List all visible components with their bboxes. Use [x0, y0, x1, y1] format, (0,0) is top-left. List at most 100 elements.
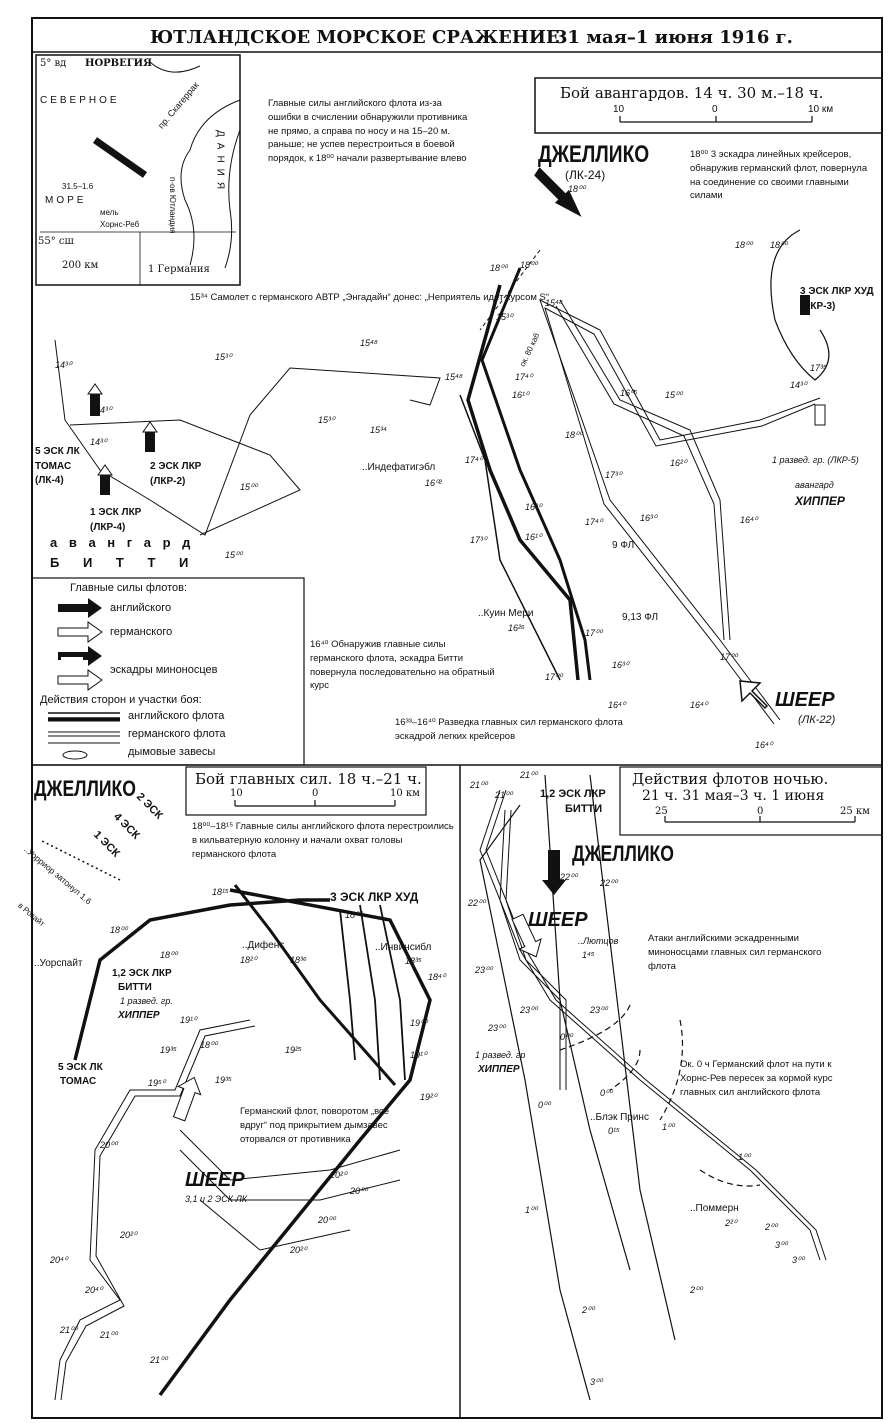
- inset-sea: МОРЕ: [45, 195, 87, 206]
- ll-hood: 3 ЭСК ЛКР ХУД: [330, 890, 419, 904]
- inset-peninsula: п-ов Ютландия: [168, 177, 177, 234]
- time-label: 0⁰⁰: [600, 1088, 613, 1098]
- scheer-night-arrow: [511, 913, 542, 958]
- inset-lat: 55° сш: [38, 236, 74, 247]
- time-label: 21⁰⁰: [60, 1325, 78, 1335]
- inset-germany: 1 Германия: [148, 264, 210, 275]
- time-label: 19⁰⁰: [410, 1018, 428, 1028]
- time-label: 18⁰⁰: [568, 184, 586, 194]
- time-label: 16²⁶: [508, 623, 525, 633]
- label-jellicoe: ДЖЕЛЛИКО: [538, 141, 650, 168]
- time-label: 21⁰⁰: [520, 770, 538, 780]
- time-label: 14³⁰: [790, 380, 807, 390]
- ll-jellicoe: ДЖЕЛЛИКО: [34, 776, 136, 801]
- note-plane: 15³⁴ Самолет с германского АВТР „Энгадай…: [190, 292, 550, 303]
- time-label: 19²⁵: [285, 1045, 302, 1055]
- time-label: 1⁰⁰: [738, 1152, 751, 1162]
- legend-ger-fleet: германского флота: [128, 728, 226, 740]
- time-label: 15⁰⁰: [225, 550, 243, 560]
- time-label: 0⁰⁰: [538, 1100, 551, 1110]
- map-dates: 31 мая–1 июня 1916 г.: [555, 27, 793, 48]
- time-label: 18⁰⁰: [490, 263, 508, 273]
- time-label: 18²⁰: [240, 955, 257, 965]
- time-label: 18³⁶: [290, 955, 307, 965]
- time-label: 15⁴⁸: [545, 298, 563, 308]
- note-1633: 16³³–16⁴⁰ Разведка главных сил германско…: [395, 717, 623, 742]
- label-9fl: 9 ФЛ: [612, 540, 635, 551]
- time-label: 22⁰⁰: [560, 872, 578, 882]
- lr-note-cross: Ок. 0 ч Германский флот на пути к Хорнс-…: [680, 1059, 833, 1098]
- scale-tick: 0: [312, 788, 319, 799]
- time-label: 18⁰⁰: [565, 430, 583, 440]
- ship-indefatigable: ..Индефатигэбл: [362, 462, 436, 473]
- legend-smoke: дымовые завесы: [128, 746, 216, 758]
- time-label: 16⁴⁰: [690, 700, 708, 710]
- scale-tick: 25: [655, 806, 668, 817]
- time-label: 17³⁵: [810, 363, 827, 373]
- inset-lon: 5° вд: [40, 58, 67, 69]
- jellicoe-arrow: [534, 167, 582, 217]
- time-label: 18⁰⁰: [770, 240, 788, 250]
- lr-hipper2: ХИППЕР: [478, 1064, 520, 1075]
- legend-title: Главные силы флотов:: [70, 582, 188, 594]
- legend-frame: [31, 577, 305, 766]
- time-label: 21⁰⁰: [470, 780, 488, 790]
- time-label: 14³⁰: [55, 360, 72, 370]
- scale-tick: 10: [230, 788, 243, 799]
- label-jellicoe-sub: (ЛК-24): [565, 168, 606, 182]
- time-label: 17⁴⁰: [515, 372, 533, 382]
- time-label: 19²⁰: [420, 1092, 437, 1102]
- time-label: 14³⁰: [90, 437, 107, 447]
- label-hipper: ХИППЕР: [795, 494, 845, 508]
- inset-norway: НОРВЕГИЯ: [85, 58, 152, 69]
- time-label: 20²⁰: [120, 1230, 137, 1240]
- time-label: 2⁰⁰: [765, 1222, 778, 1232]
- time-label: 21⁰⁰: [150, 1355, 168, 1365]
- label-913fl: 9,13 ФЛ: [622, 612, 659, 623]
- legend-german: германского: [110, 626, 173, 638]
- ll-note-german: Германский флот, поворотом „все вдруг“ п…: [240, 1106, 390, 1145]
- time-label: 19³⁵: [160, 1045, 177, 1055]
- time-label: 23⁰⁰: [520, 1005, 538, 1015]
- scale-tick: 0: [712, 104, 718, 115]
- ll-beatty2: БИТТИ: [118, 982, 152, 993]
- time-label: 17³⁰: [470, 535, 487, 545]
- time-label: 17⁰⁰: [545, 672, 563, 682]
- ll-scheer: ШЕЕР: [185, 1169, 245, 1191]
- time-label: 3⁰⁰: [792, 1255, 805, 1265]
- time-label: 1⁰⁰: [525, 1205, 538, 1215]
- time-label: 3⁰⁰: [590, 1377, 603, 1387]
- inset-north: СЕВЕРНОЕ: [40, 95, 120, 106]
- time-label: 16¹⁰: [512, 390, 529, 400]
- ship-warspite: ..Уорспайт: [34, 958, 83, 969]
- lr-jellicoe: ДЖЕЛЛИКО: [572, 841, 674, 866]
- note-1640: 16⁴⁰ Обнаружив главные силы германского …: [310, 639, 495, 692]
- note-main-forces: Главные силы английского флота из-за оши…: [268, 98, 468, 165]
- time-label: 23⁰⁰: [488, 1023, 506, 1033]
- inset-date: 31.5–1.6: [62, 182, 94, 191]
- ship-queen-mary: ..Куин Мери: [478, 608, 534, 619]
- legend-english: английского: [110, 602, 172, 614]
- ll-scale-title: Бой главных сил. 18 ч.–21 ч.: [195, 770, 422, 788]
- time-label: 15⁰⁰: [665, 390, 683, 400]
- ll-scheer-sub: 3,1 и 2 ЭСК ЛК: [185, 1194, 248, 1204]
- ship-defence: ..Дифенс: [242, 940, 285, 951]
- time-label: 21⁰⁰: [100, 1330, 118, 1340]
- time-label: 0¹⁵: [608, 1126, 620, 1136]
- time-label: 2⁰⁰: [582, 1305, 595, 1315]
- time-label: 15³⁰: [496, 312, 513, 322]
- lr-beatty2: БИТТИ: [565, 803, 603, 815]
- scale-tick: 10: [613, 104, 625, 115]
- time-label: 23⁰⁰: [475, 965, 493, 975]
- time-label: 23⁰⁰: [590, 1005, 608, 1015]
- time-label: 16⁴⁰: [755, 740, 773, 750]
- time-label: 16²⁰: [670, 458, 687, 468]
- label-avangard: а в а н г а р д: [50, 535, 195, 550]
- time-label: 20⁰⁰: [318, 1215, 336, 1225]
- time-label: 2⁰⁰: [690, 1285, 703, 1295]
- scale-tick: 10 км: [390, 788, 420, 799]
- time-label: 3⁰⁰: [775, 1240, 788, 1250]
- time-label: 16⁴⁰: [740, 515, 758, 525]
- jellicoe-night-arrow: [542, 850, 566, 895]
- ll-hipper: 1 развед. гр.: [120, 996, 173, 1006]
